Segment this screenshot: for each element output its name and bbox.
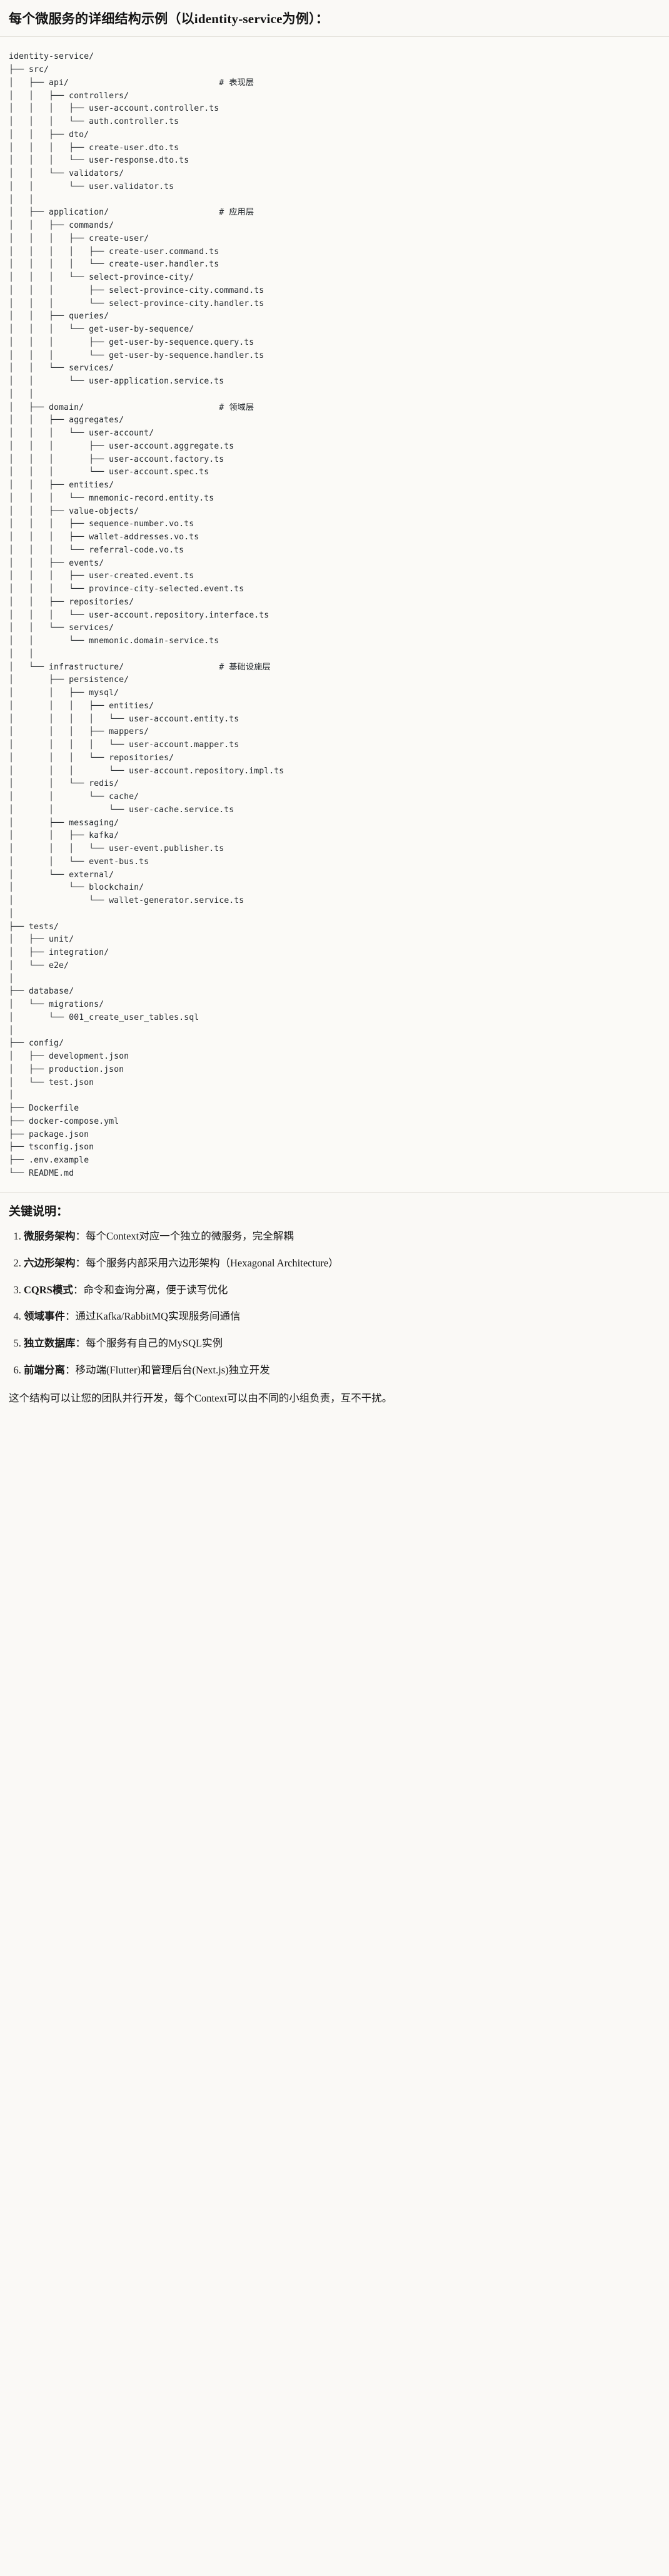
note-description: 每个服务有自己的MySQL实例 bbox=[86, 1337, 223, 1350]
note-term: 独立数据库 bbox=[24, 1337, 76, 1350]
list-item: 微服务架构：每个Context对应一个独立的微服务，完全解耦 bbox=[24, 1229, 660, 1245]
heading-section: 每个微服务的详细结构示例（以identity-service为例）： bbox=[0, 0, 669, 38]
list-item: 六边形架构：每个服务内部采用六边形架构（Hexagonal Architectu… bbox=[24, 1256, 660, 1271]
note-description: 每个Context对应一个独立的微服务，完全解耦 bbox=[86, 1230, 294, 1243]
note-description: 命令和查询分离，便于读写优化 bbox=[83, 1283, 228, 1296]
page-title: 每个微服务的详细结构示例（以identity-service为例）： bbox=[9, 11, 329, 26]
note-separator: ： bbox=[75, 1230, 86, 1243]
key-notes-title: 关键说明： bbox=[9, 1204, 69, 1218]
page-root: 每个微服务的详细结构示例（以identity-service为例）： ident… bbox=[0, 0, 669, 1416]
key-notes-section: 关键说明： 微服务架构：每个Context对应一个独立的微服务，完全解耦 六边形… bbox=[0, 1191, 669, 1417]
key-notes-list: 微服务架构：每个Context对应一个独立的微服务，完全解耦 六边形架构：每个服… bbox=[9, 1229, 660, 1378]
note-term: 微服务架构 bbox=[24, 1230, 76, 1243]
note-separator: ： bbox=[65, 1363, 76, 1376]
note-term: CQRS模式 bbox=[24, 1283, 73, 1296]
directory-tree-section: identity-service/ ├── src/ │ ├── api/ # … bbox=[0, 37, 669, 1192]
directory-tree: identity-service/ ├── src/ │ ├── api/ # … bbox=[9, 52, 284, 1178]
list-item: 独立数据库：每个服务有自己的MySQL实例 bbox=[24, 1336, 660, 1352]
note-term: 六边形架构 bbox=[24, 1256, 76, 1269]
list-item: 领域事件：通过Kafka/RabbitMQ实现服务间通信 bbox=[24, 1309, 660, 1325]
closing-paragraph: 这个结构可以让您的团队并行开发，每个Context可以由不同的小组负责，互不干扰… bbox=[9, 1392, 393, 1404]
note-separator: ： bbox=[75, 1256, 86, 1269]
list-item: 前端分离：移动端(Flutter)和管理后台(Next.js)独立开发 bbox=[24, 1363, 660, 1378]
note-description: 移动端(Flutter)和管理后台(Next.js)独立开发 bbox=[75, 1363, 270, 1376]
note-separator: ： bbox=[75, 1337, 86, 1350]
note-term: 领域事件 bbox=[24, 1310, 65, 1323]
list-item: CQRS模式：命令和查询分离，便于读写优化 bbox=[24, 1283, 660, 1298]
note-term: 前端分离 bbox=[24, 1363, 65, 1376]
note-separator: ： bbox=[65, 1310, 76, 1323]
note-description: 通过Kafka/RabbitMQ实现服务间通信 bbox=[75, 1310, 241, 1323]
note-separator: ： bbox=[73, 1283, 84, 1296]
note-description: 每个服务内部采用六边形架构（Hexagonal Architecture） bbox=[86, 1256, 339, 1269]
